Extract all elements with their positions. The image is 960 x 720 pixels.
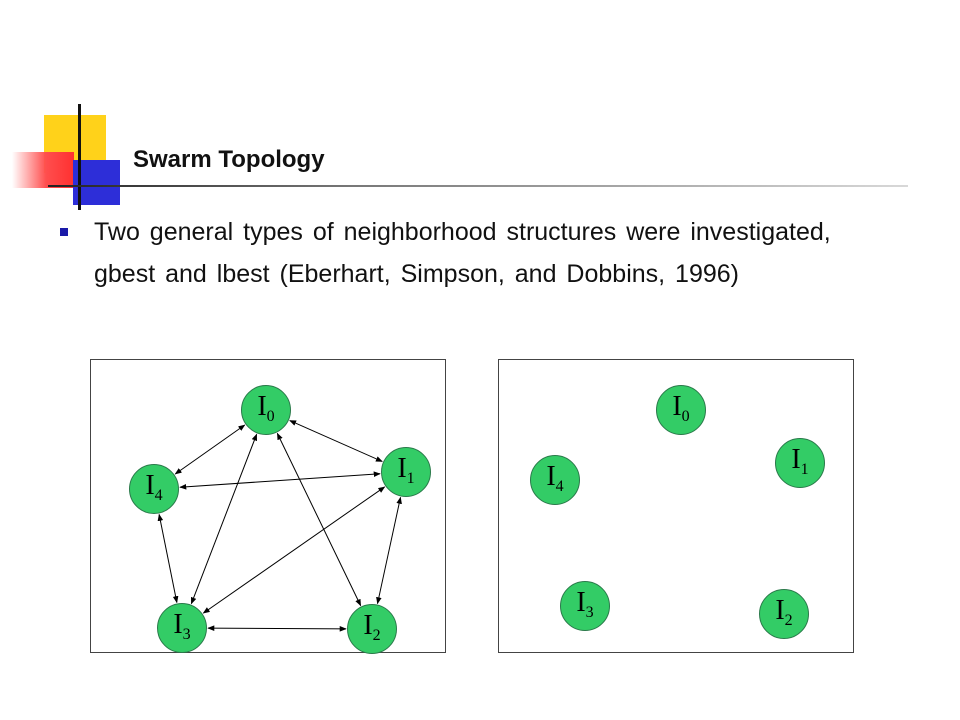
node-i0: I0 (241, 385, 291, 435)
node-i1: I1 (381, 447, 431, 497)
node-i3: I3 (157, 603, 207, 653)
node-i3: I3 (560, 581, 610, 631)
edge-i4-i3 (157, 513, 179, 604)
edge-i0-i3 (190, 433, 258, 605)
decor-vertical-line (78, 104, 81, 210)
edge-i0-i1 (289, 420, 383, 462)
node-label: I0 (657, 392, 705, 432)
node-i2: I2 (759, 589, 809, 639)
slide-title: Swarm Topology (133, 146, 325, 173)
node-label-base: I (363, 610, 373, 641)
node-label-base: I (397, 453, 407, 484)
bullet-text: Two general types of neighborhood struct… (94, 218, 831, 288)
edge-i1-i4 (179, 471, 381, 490)
decor-red-bar (12, 152, 74, 188)
node-label: I4 (130, 471, 178, 511)
node-label: I0 (242, 392, 290, 432)
node-label-subscript: 2 (372, 627, 381, 644)
edge-i0-i2 (276, 432, 362, 607)
node-label: I3 (158, 610, 206, 650)
node-label: I3 (561, 588, 609, 628)
node-label-subscript: 3 (182, 626, 191, 643)
edge-i3-i2 (207, 625, 347, 632)
bullet-square-icon (60, 228, 68, 236)
node-label: I1 (776, 445, 824, 485)
node-label-subscript: 4 (154, 487, 163, 504)
node-label-base: I (672, 391, 682, 422)
node-label-subscript: 0 (681, 408, 690, 425)
node-label: I1 (382, 454, 430, 494)
node-label-subscript: 0 (266, 408, 275, 425)
node-i4: I4 (129, 464, 179, 514)
node-label-base: I (257, 391, 267, 422)
node-label-subscript: 2 (784, 612, 793, 629)
node-label-base: I (173, 609, 183, 640)
node-label-base: I (546, 461, 556, 492)
node-i4: I4 (530, 455, 580, 505)
node-label-subscript: 1 (800, 461, 809, 478)
node-i1: I1 (775, 438, 825, 488)
node-i0: I0 (656, 385, 706, 435)
node-label: I2 (348, 611, 396, 651)
edge-i1-i3 (202, 486, 386, 614)
node-label: I2 (760, 596, 808, 636)
edge-i0-i4 (174, 424, 246, 475)
node-label-base: I (775, 595, 785, 626)
node-label-subscript: 1 (406, 470, 415, 487)
node-label: I4 (531, 462, 579, 502)
title-underline (48, 185, 908, 187)
node-label-base: I (791, 444, 801, 475)
node-label-base: I (145, 470, 155, 501)
node-label-subscript: 4 (555, 478, 564, 495)
node-label-subscript: 3 (585, 604, 594, 621)
gbest-edges (157, 420, 402, 632)
node-label-base: I (576, 587, 586, 618)
node-i2: I2 (347, 604, 397, 654)
edge-i1-i2 (376, 496, 402, 605)
